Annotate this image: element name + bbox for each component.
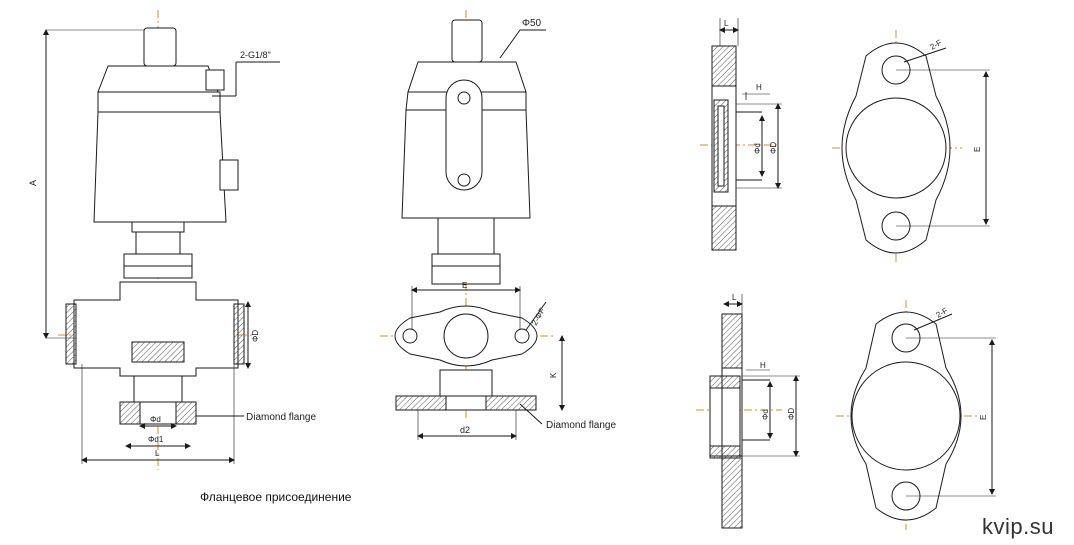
label-fl2-phiD: ΦD [787,408,796,420]
label-k: K [549,372,558,378]
label-two-f-front: 2-ΦF [530,306,547,327]
label-fl2-two-f: 2-F [935,306,950,320]
caption: Фланцевое присоединение [200,490,352,504]
label-fl2-e: E [979,415,988,420]
label-phi50: Φ50 [522,18,542,29]
flange-section-top [700,18,782,251]
flange-plan-top [832,30,990,262]
valve-side-view [43,10,280,470]
label-fl2-h: H [760,361,766,370]
label-fl1-phid: Φd [753,143,762,154]
label-phiD-1: ΦD [251,330,260,342]
label-port: 2-G1/8" [240,50,271,60]
flange-plan-bottom [836,300,996,530]
label-fl2-phid: Φd [761,409,770,420]
brand-logo: kvip.su [982,514,1054,539]
label-fl1-e: E [973,147,982,152]
label-a: A [28,180,38,186]
label-diamond-flange-1: Diamond flange [246,412,316,423]
label-phid: Φd [150,415,161,424]
label-d2: d2 [460,425,470,435]
label-l: L [155,449,160,458]
label-fl1-phiD: ΦD [769,142,778,154]
label-phid1: Φd1 [148,435,164,444]
label-fl1-h: H [756,83,762,92]
flange-section-bottom [696,294,800,529]
label-fl2-l: L [732,293,737,302]
valve-front-view [380,10,565,440]
label-fl1-l: L [724,19,729,28]
label-diamond-flange-2: Diamond flange [546,420,616,431]
label-e-top: E [462,281,467,290]
